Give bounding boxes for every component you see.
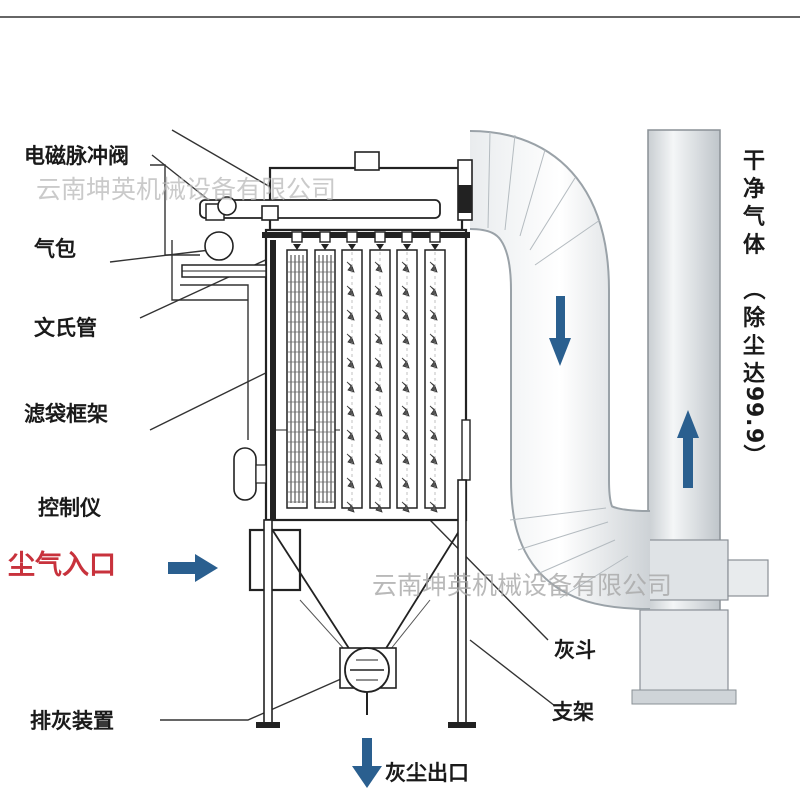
watermark-bottom: 云南坤英机械设备有限公司 bbox=[372, 571, 672, 600]
filter-bags bbox=[286, 231, 446, 513]
chimney bbox=[631, 129, 769, 705]
bag-cage bbox=[286, 231, 308, 509]
clean-gas-char-6: 尘 bbox=[743, 334, 765, 359]
clean-gas-paren-close: ） bbox=[740, 444, 765, 466]
arrow-duct-down bbox=[549, 296, 571, 366]
watermark-top: 云南坤英机械设备有限公司 bbox=[36, 175, 336, 204]
label-ash-hopper: 灰斗 bbox=[554, 638, 596, 662]
clean-gas-num-1: 9 bbox=[741, 386, 766, 401]
clean-gas-char-7: 达 bbox=[743, 362, 765, 387]
label-bag-cage: 滤袋框架 bbox=[24, 402, 108, 426]
clean-air-duct bbox=[467, 130, 651, 610]
clean-gas-text: 干 净 气 体 （ 除 尘 达 9 9 . 9 ） bbox=[740, 149, 766, 466]
clean-gas-dot: . bbox=[741, 418, 766, 426]
label-dust-outlet: 灰尘出口 bbox=[385, 761, 469, 785]
bag-cage bbox=[314, 231, 336, 509]
labels: 电磁脉冲阀 气包 文氏管 滤袋框架 控制仪 尘气入口 排灰装置 灰斗 支架 灰尘… bbox=[8, 144, 596, 785]
clean-gas-char-5: 除 bbox=[743, 305, 766, 331]
label-support: 支架 bbox=[552, 700, 594, 724]
label-ash-discharge: 排灰装置 bbox=[30, 709, 114, 733]
filter-bag bbox=[341, 231, 363, 513]
clean-gas-char-1: 干 bbox=[743, 149, 765, 174]
clean-gas-char-3: 气 bbox=[742, 204, 765, 230]
flow-arrows bbox=[168, 296, 699, 788]
label-controller: 控制仪 bbox=[38, 496, 102, 520]
label-pulse-valve: 电磁脉冲阀 bbox=[24, 144, 129, 168]
filter-bag bbox=[424, 231, 446, 513]
arrow-inlet bbox=[168, 554, 218, 582]
label-venturi: 文氏管 bbox=[34, 316, 97, 340]
label-air-bag: 气包 bbox=[33, 237, 76, 261]
arrow-dust-outlet bbox=[352, 738, 382, 788]
clean-gas-paren-open: （ bbox=[740, 278, 765, 300]
filter-bag bbox=[369, 231, 391, 513]
filter-bag bbox=[396, 231, 418, 513]
clean-gas-num-2: 9 bbox=[741, 402, 766, 417]
clean-gas-char-2: 净 bbox=[743, 176, 765, 202]
label-dust-inlet: 尘气入口 bbox=[8, 550, 116, 581]
clean-gas-num-3: 9 bbox=[741, 428, 766, 443]
arrow-chimney-up bbox=[677, 410, 699, 488]
clean-gas-char-4: 体 bbox=[743, 233, 766, 258]
